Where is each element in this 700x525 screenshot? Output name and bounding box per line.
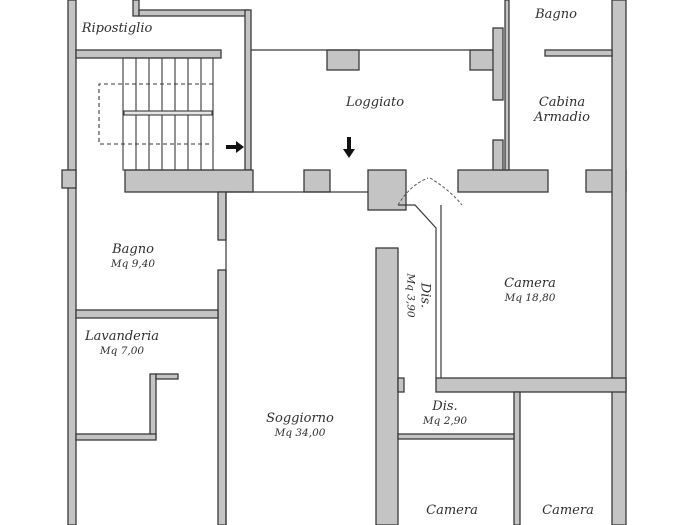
room-lavanderia: Lavanderia Mq 7,00 — [85, 329, 159, 357]
room-name-line2: Armadio — [534, 109, 590, 125]
room-ripostiglio: Ripostiglio — [81, 21, 153, 37]
room-area: Mq 34,00 — [274, 426, 326, 439]
diagonal-wall — [398, 204, 437, 378]
room-cabina-armadio: Cabina Armadio — [534, 95, 590, 126]
room-name: Camera — [426, 503, 478, 518]
room-dis-vertical: Dis. Mq 3,90 — [404, 273, 433, 318]
room-name: Loggiato — [345, 95, 405, 110]
room-loggiato: Loggiato — [345, 95, 405, 111]
wall-right-outer — [611, 0, 627, 525]
room-name: Camera — [504, 276, 556, 291]
room-bagno: Bagno Mq 9,40 — [110, 242, 156, 270]
room-area: Mq 7,00 — [99, 344, 145, 357]
room-bagno-top: Bagno — [535, 7, 577, 23]
staircase — [98, 57, 214, 171]
room-name: Lavanderia — [85, 329, 159, 344]
wall-stair-bottom — [124, 169, 254, 193]
room-dis-small: Dis. Mq 2,90 — [422, 399, 468, 427]
arrow-right-icon — [226, 141, 244, 153]
entrance-arrows — [226, 137, 355, 158]
room-area: Mq 9,40 — [110, 257, 156, 270]
room-soggiorno: Soggiorno Mq 34,00 — [266, 411, 334, 439]
room-name: Bagno — [112, 242, 154, 257]
room-name: Bagno — [535, 7, 577, 22]
room-camera-right: Camera — [542, 503, 594, 519]
room-area: Mq 2,90 — [422, 414, 468, 427]
room-name: Ripostiglio — [81, 21, 153, 36]
wall-corridor — [375, 247, 399, 525]
room-camera-main: Camera Mq 18,80 — [504, 276, 556, 304]
wall-left-outer — [67, 0, 77, 525]
room-name: Soggiorno — [266, 411, 334, 426]
room-area: Mq 18,80 — [504, 291, 556, 304]
room-name: Camera — [542, 503, 594, 518]
room-name: Dis. — [432, 399, 458, 414]
room-camera-left: Camera — [426, 503, 478, 519]
arrow-down-icon — [343, 137, 355, 158]
room-name: Dis. — [417, 282, 433, 309]
room-name: Cabina — [538, 95, 586, 110]
room-area: Mq 3,90 — [404, 273, 417, 318]
